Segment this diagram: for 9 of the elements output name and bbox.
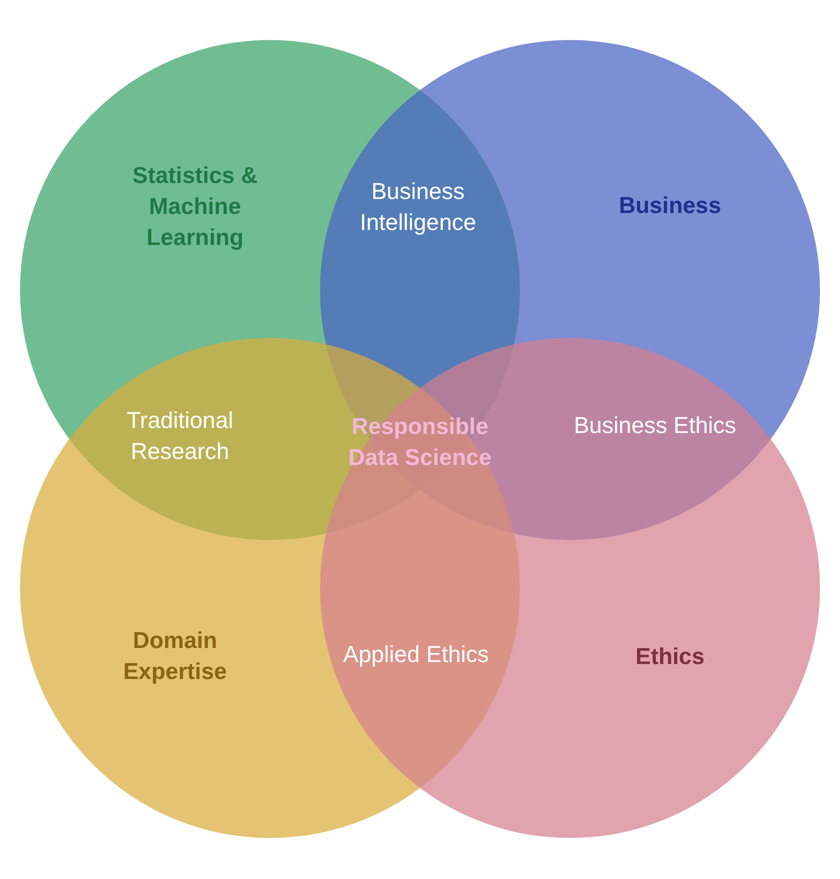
overlap-label: Business Intelligence [358, 177, 478, 237]
circle-label: Statistics & Machine Learning [131, 161, 259, 252]
overlap-label: Responsible Data Science [347, 412, 493, 472]
overlap-label: Traditional Research [126, 406, 234, 466]
circle-label: Ethics [634, 642, 706, 671]
circle-label: Business [618, 191, 722, 220]
overlap-label: Business Ethics [572, 411, 738, 440]
overlap-label: Applied Ethics [342, 640, 490, 669]
circle-label: Domain Expertise [122, 626, 228, 686]
